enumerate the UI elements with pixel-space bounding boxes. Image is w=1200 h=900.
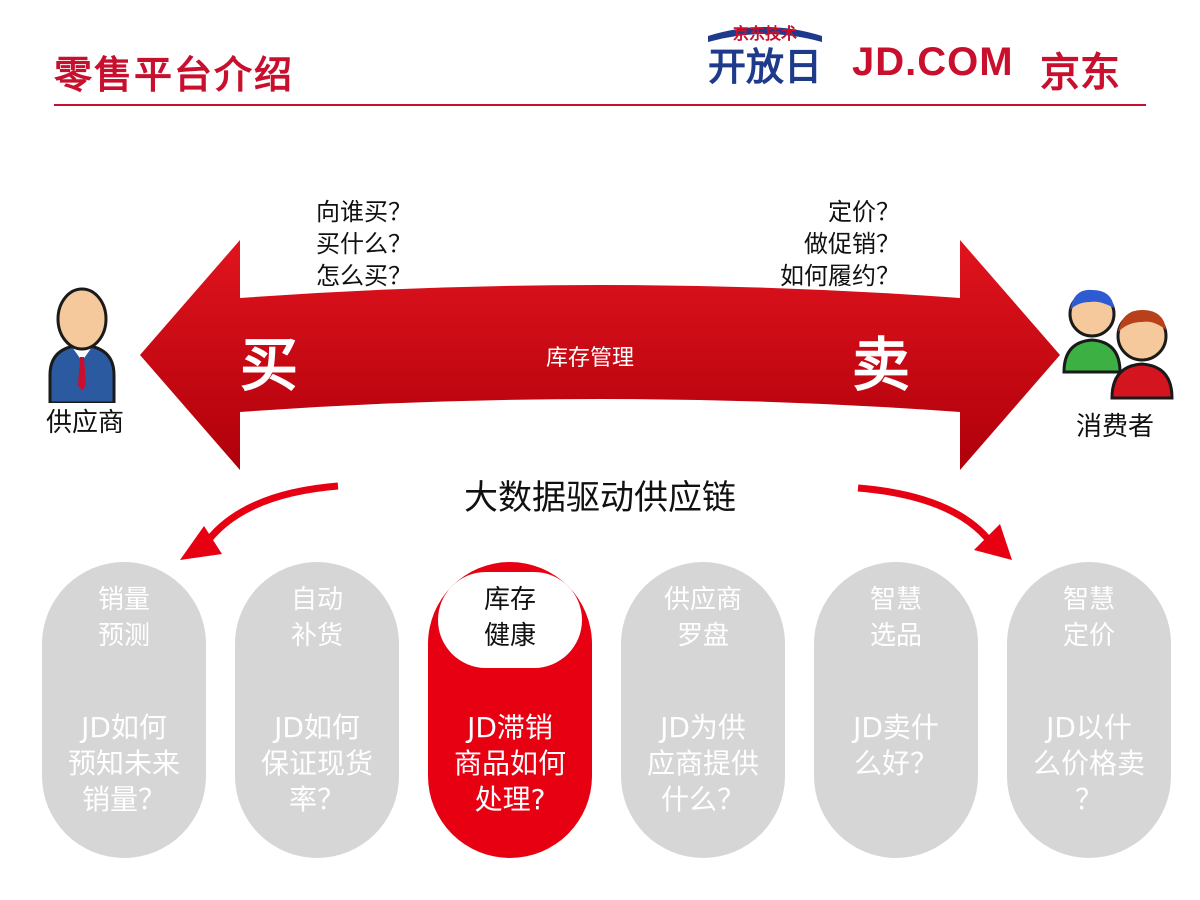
module-title: 供应商罗盘	[663, 585, 742, 651]
sell-label: 卖	[852, 331, 911, 399]
right-curved-arrowhead	[974, 524, 1012, 560]
supplier-label: 供应商	[45, 408, 124, 438]
module-question: JD为供应商提供什么？	[646, 711, 759, 816]
page-title: 零售平台介绍	[54, 53, 295, 97]
module-supplier-compass[interactable]: 供应商罗盘 JD为供应商提供什么？	[621, 562, 785, 858]
module-question: JD如何预知未来销量？	[67, 711, 180, 816]
module-title: 库存健康	[483, 585, 536, 651]
consumer-label: 消费者	[1075, 412, 1154, 442]
module-smart-selection[interactable]: 智慧选品 JD卖什么好？	[814, 562, 978, 858]
open-day-logo: 京东技术 开放日	[708, 24, 822, 88]
module-question: JD卖什么好？	[853, 711, 939, 780]
right-curved-arrow	[857, 484, 995, 547]
jd-com-logo: JD.COM	[852, 40, 1014, 84]
module-question: JD如何保证现货率？	[260, 711, 373, 816]
module-inventory-health[interactable]: 库存健康 JD滞销商品如何处理?	[428, 562, 592, 858]
module-title-cap	[438, 572, 582, 668]
sell-question: 如何履约？	[780, 262, 900, 290]
module-sales-forecast[interactable]: 销量预测 JD如何预知未来销量？	[42, 562, 206, 858]
module-auto-replenish[interactable]: 自动补货 JD如何保证现货率？	[235, 562, 399, 858]
module-title: 智慧选品	[869, 585, 922, 651]
buy-label: 买	[240, 331, 299, 399]
module-smart-pricing[interactable]: 智慧定价 JD以什么价格卖？	[1007, 562, 1171, 858]
module-title: 自动补货	[290, 585, 343, 651]
inventory-label: 库存管理	[545, 346, 634, 371]
buy-question: 怎么买？	[316, 262, 412, 290]
module-title: 销量预测	[97, 585, 150, 651]
module-question: JD滞销商品如何处理?	[453, 711, 566, 816]
big-data-label: 大数据驱动供应链	[464, 478, 736, 518]
buy-questions: 向谁买？ 买什么？ 怎么买？	[316, 196, 412, 292]
module-question: JD以什么价格卖？	[1032, 711, 1145, 816]
buy-question: 买什么？	[316, 230, 412, 258]
open-day-logo-main: 开放日	[708, 45, 822, 88]
double-arrow	[140, 240, 1060, 470]
jd-cn-logo: 京东	[1040, 50, 1120, 96]
left-curved-arrow	[201, 482, 339, 549]
supplier-icon	[48, 287, 116, 403]
module-title: 智慧定价	[1062, 585, 1115, 651]
consumer-icon	[1062, 289, 1174, 400]
left-curved-arrowhead	[180, 526, 222, 560]
curved-arrows	[180, 482, 1012, 560]
buy-question: 向谁买？	[316, 198, 412, 226]
sell-question: 定价？	[828, 198, 900, 226]
sell-questions: 定价？ 做促销？ 如何履约？	[760, 196, 900, 292]
open-day-logo-top: 京东技术	[733, 24, 797, 43]
title-underline	[54, 104, 1146, 106]
sell-question: 做促销？	[804, 230, 900, 258]
